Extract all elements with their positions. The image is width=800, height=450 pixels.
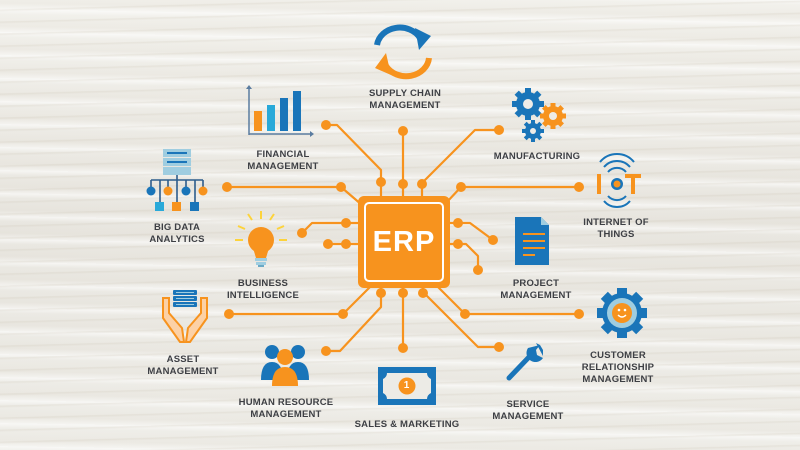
module-financial: FINANCIAL MANAGEMENT — [247, 149, 318, 173]
service-line2: MANAGEMENT — [492, 411, 564, 422]
big-data-line1: BIG DATA — [153, 222, 201, 233]
bar-chart-icon — [246, 85, 314, 137]
crm-line1: CUSTOMER — [590, 350, 646, 361]
iot-line1: INTERNET OF — [583, 217, 649, 228]
iot-signal-icon — [597, 152, 641, 208]
banknote-number: 1 — [403, 380, 410, 391]
refresh-arrows-icon — [374, 24, 432, 80]
supply-chain-line1: SUPPLY CHAIN — [368, 88, 442, 99]
module-big-data: BIG DATA ANALYTICS — [149, 222, 204, 246]
module-iot: INTERNET OF THINGS — [583, 217, 649, 241]
wrench-icon — [506, 343, 543, 381]
iot-line2: THINGS — [597, 229, 635, 240]
gears-icon — [512, 88, 566, 142]
crm-line3: MANAGEMENT — [582, 374, 654, 385]
erp-chip — [358, 196, 450, 288]
asset-line2: MANAGEMENT — [147, 366, 219, 377]
supply-chain-line2: MANAGEMENT — [369, 100, 441, 111]
module-service: SERVICE MANAGEMENT — [492, 399, 563, 423]
circuit-nodes — [222, 120, 584, 356]
hr-line1: HUMAN RESOURCE — [238, 397, 334, 408]
smiley-gear-icon — [597, 288, 647, 338]
financial-line2: MANAGEMENT — [247, 161, 319, 172]
erp-label: ERP — [372, 225, 436, 258]
project-line1: PROJECT — [512, 278, 560, 289]
module-asset: ASSET MANAGEMENT — [147, 354, 218, 378]
module-hr: HUMAN RESOURCE MANAGEMENT — [239, 397, 334, 421]
financial-line1: FINANCIAL — [256, 149, 310, 160]
hr-line2: MANAGEMENT — [250, 409, 322, 420]
module-manufacturing: MANUFACTURING — [494, 151, 581, 163]
bi-line1: BUSINESS — [237, 278, 289, 289]
lightbulb-icon — [235, 211, 287, 267]
crm-line2: RELATIONSHIP — [581, 362, 655, 373]
project-line2: MANAGEMENT — [500, 290, 572, 301]
module-supply-chain: SUPPLY CHAIN MANAGEMENT — [369, 88, 441, 112]
module-project: PROJECT MANAGEMENT — [500, 278, 571, 302]
module-sales: SALES & MARKETING — [355, 419, 460, 431]
database-network-icon — [146, 149, 208, 211]
hands-server-icon — [162, 290, 208, 343]
banknote-icon — [378, 367, 436, 405]
people-group-icon — [261, 345, 309, 386]
module-crm: CUSTOMER RELATIONSHIP MANAGEMENT — [582, 350, 654, 386]
asset-line1: ASSET — [166, 354, 200, 365]
big-data-line2: ANALYTICS — [149, 234, 205, 245]
module-business-intelligence: BUSINESS INTELLIGENCE — [227, 278, 299, 302]
manufacturing-line1: MANUFACTURING — [493, 151, 581, 162]
sales-line1: SALES & MARKETING — [354, 419, 460, 430]
bi-line2: INTELLIGENCE — [226, 290, 300, 301]
service-line1: SERVICE — [506, 399, 550, 410]
document-icon — [515, 217, 549, 265]
